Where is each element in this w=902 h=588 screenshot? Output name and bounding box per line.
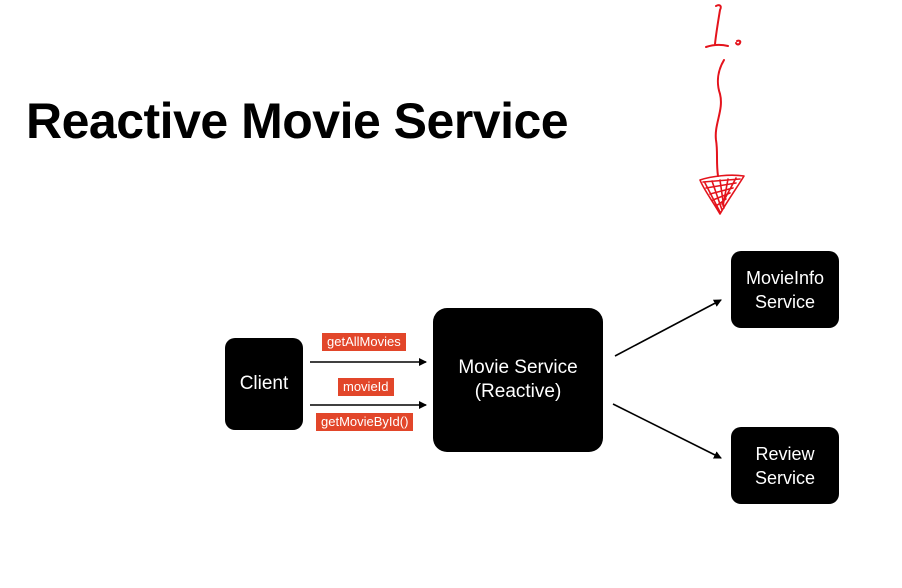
annotation-period (735, 39, 742, 46)
annotation-arrow-head (699, 174, 745, 215)
arrow-to-movieinfo (614, 299, 722, 357)
review-service-label-line2: Service (754, 467, 816, 488)
movie-service-node: Movie Service (Reactive) (433, 308, 603, 452)
movie-id-tag: movieId (338, 378, 394, 396)
get-all-movies-tag: getAllMovies (322, 333, 406, 351)
movieinfo-service-label-line2: Service (754, 291, 816, 312)
annotation-arrow-shaft (714, 59, 725, 177)
movieinfo-service-node: MovieInfo Service (731, 251, 839, 328)
movie-service-label-line2: (Reactive) (474, 381, 562, 402)
review-service-label-line1: Review (755, 443, 815, 464)
annotation-digit-one (705, 4, 729, 48)
handwritten-annotation (699, 4, 745, 215)
arrow-to-review (612, 403, 722, 459)
movieinfo-service-label-line1: MovieInfo (745, 267, 825, 288)
page-title: Reactive Movie Service (26, 93, 569, 149)
client-node: Client (225, 338, 303, 430)
get-movie-by-id-tag: getMovieById() (316, 413, 414, 431)
client-label: Client (239, 373, 289, 394)
movie-service-label-line1: Movie Service (458, 357, 578, 378)
review-service-node: Review Service (731, 427, 839, 504)
